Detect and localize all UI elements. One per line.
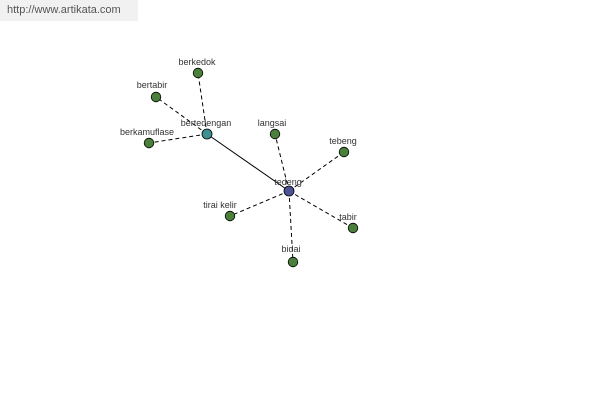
node-label-tebeng[interactable]: tebeng bbox=[329, 136, 357, 146]
node-label-berkamuflase[interactable]: berkamuflase bbox=[120, 127, 174, 137]
nodes-layer bbox=[143, 67, 359, 268]
edges-layer bbox=[148, 72, 354, 263]
node-berkamuflase[interactable] bbox=[143, 137, 155, 149]
node-label-tedeng[interactable]: tedeng bbox=[274, 177, 302, 187]
node-tabir[interactable] bbox=[347, 222, 359, 234]
node-langsai[interactable] bbox=[269, 128, 281, 140]
edge-tedeng-tebeng bbox=[288, 151, 345, 192]
node-berkedok[interactable] bbox=[192, 67, 204, 79]
node-bertedengan[interactable] bbox=[201, 128, 213, 140]
edge-tedeng-tabir bbox=[288, 190, 354, 229]
node-bertabir[interactable] bbox=[150, 91, 162, 103]
node-tebeng[interactable] bbox=[338, 146, 350, 158]
site-url-link[interactable]: http://www.artikata.com bbox=[0, 0, 138, 21]
edge-bertedengan-berkamuflase bbox=[148, 133, 208, 144]
edge-bertedengan-bertabir bbox=[155, 96, 208, 135]
node-tirai-kelir[interactable] bbox=[224, 210, 236, 222]
node-label-bidai[interactable]: bidai bbox=[281, 244, 300, 254]
edge-bertedengan-berkedok bbox=[197, 72, 208, 135]
edge-tedeng-bidai bbox=[288, 190, 294, 263]
node-tedeng[interactable] bbox=[283, 185, 295, 197]
edge-tedeng-tirai-kelir bbox=[229, 190, 290, 217]
node-bidai[interactable] bbox=[287, 256, 299, 268]
node-label-tabir[interactable]: tabir bbox=[339, 212, 357, 222]
node-label-bertedengan[interactable]: bertedengan bbox=[181, 118, 232, 128]
edge-tedeng-bertedengan bbox=[206, 133, 290, 192]
node-label-langsai[interactable]: langsai bbox=[258, 118, 287, 128]
labels-layer: tedeng bertedengan berkedok bertabir berkamu… bbox=[120, 57, 357, 254]
node-label-tirai-kelir[interactable]: tirai kelir bbox=[203, 200, 237, 210]
edge-tedeng-langsai bbox=[274, 133, 290, 192]
node-label-berkedok[interactable]: berkedok bbox=[178, 57, 216, 67]
node-label-bertabir[interactable]: bertabir bbox=[137, 80, 168, 90]
